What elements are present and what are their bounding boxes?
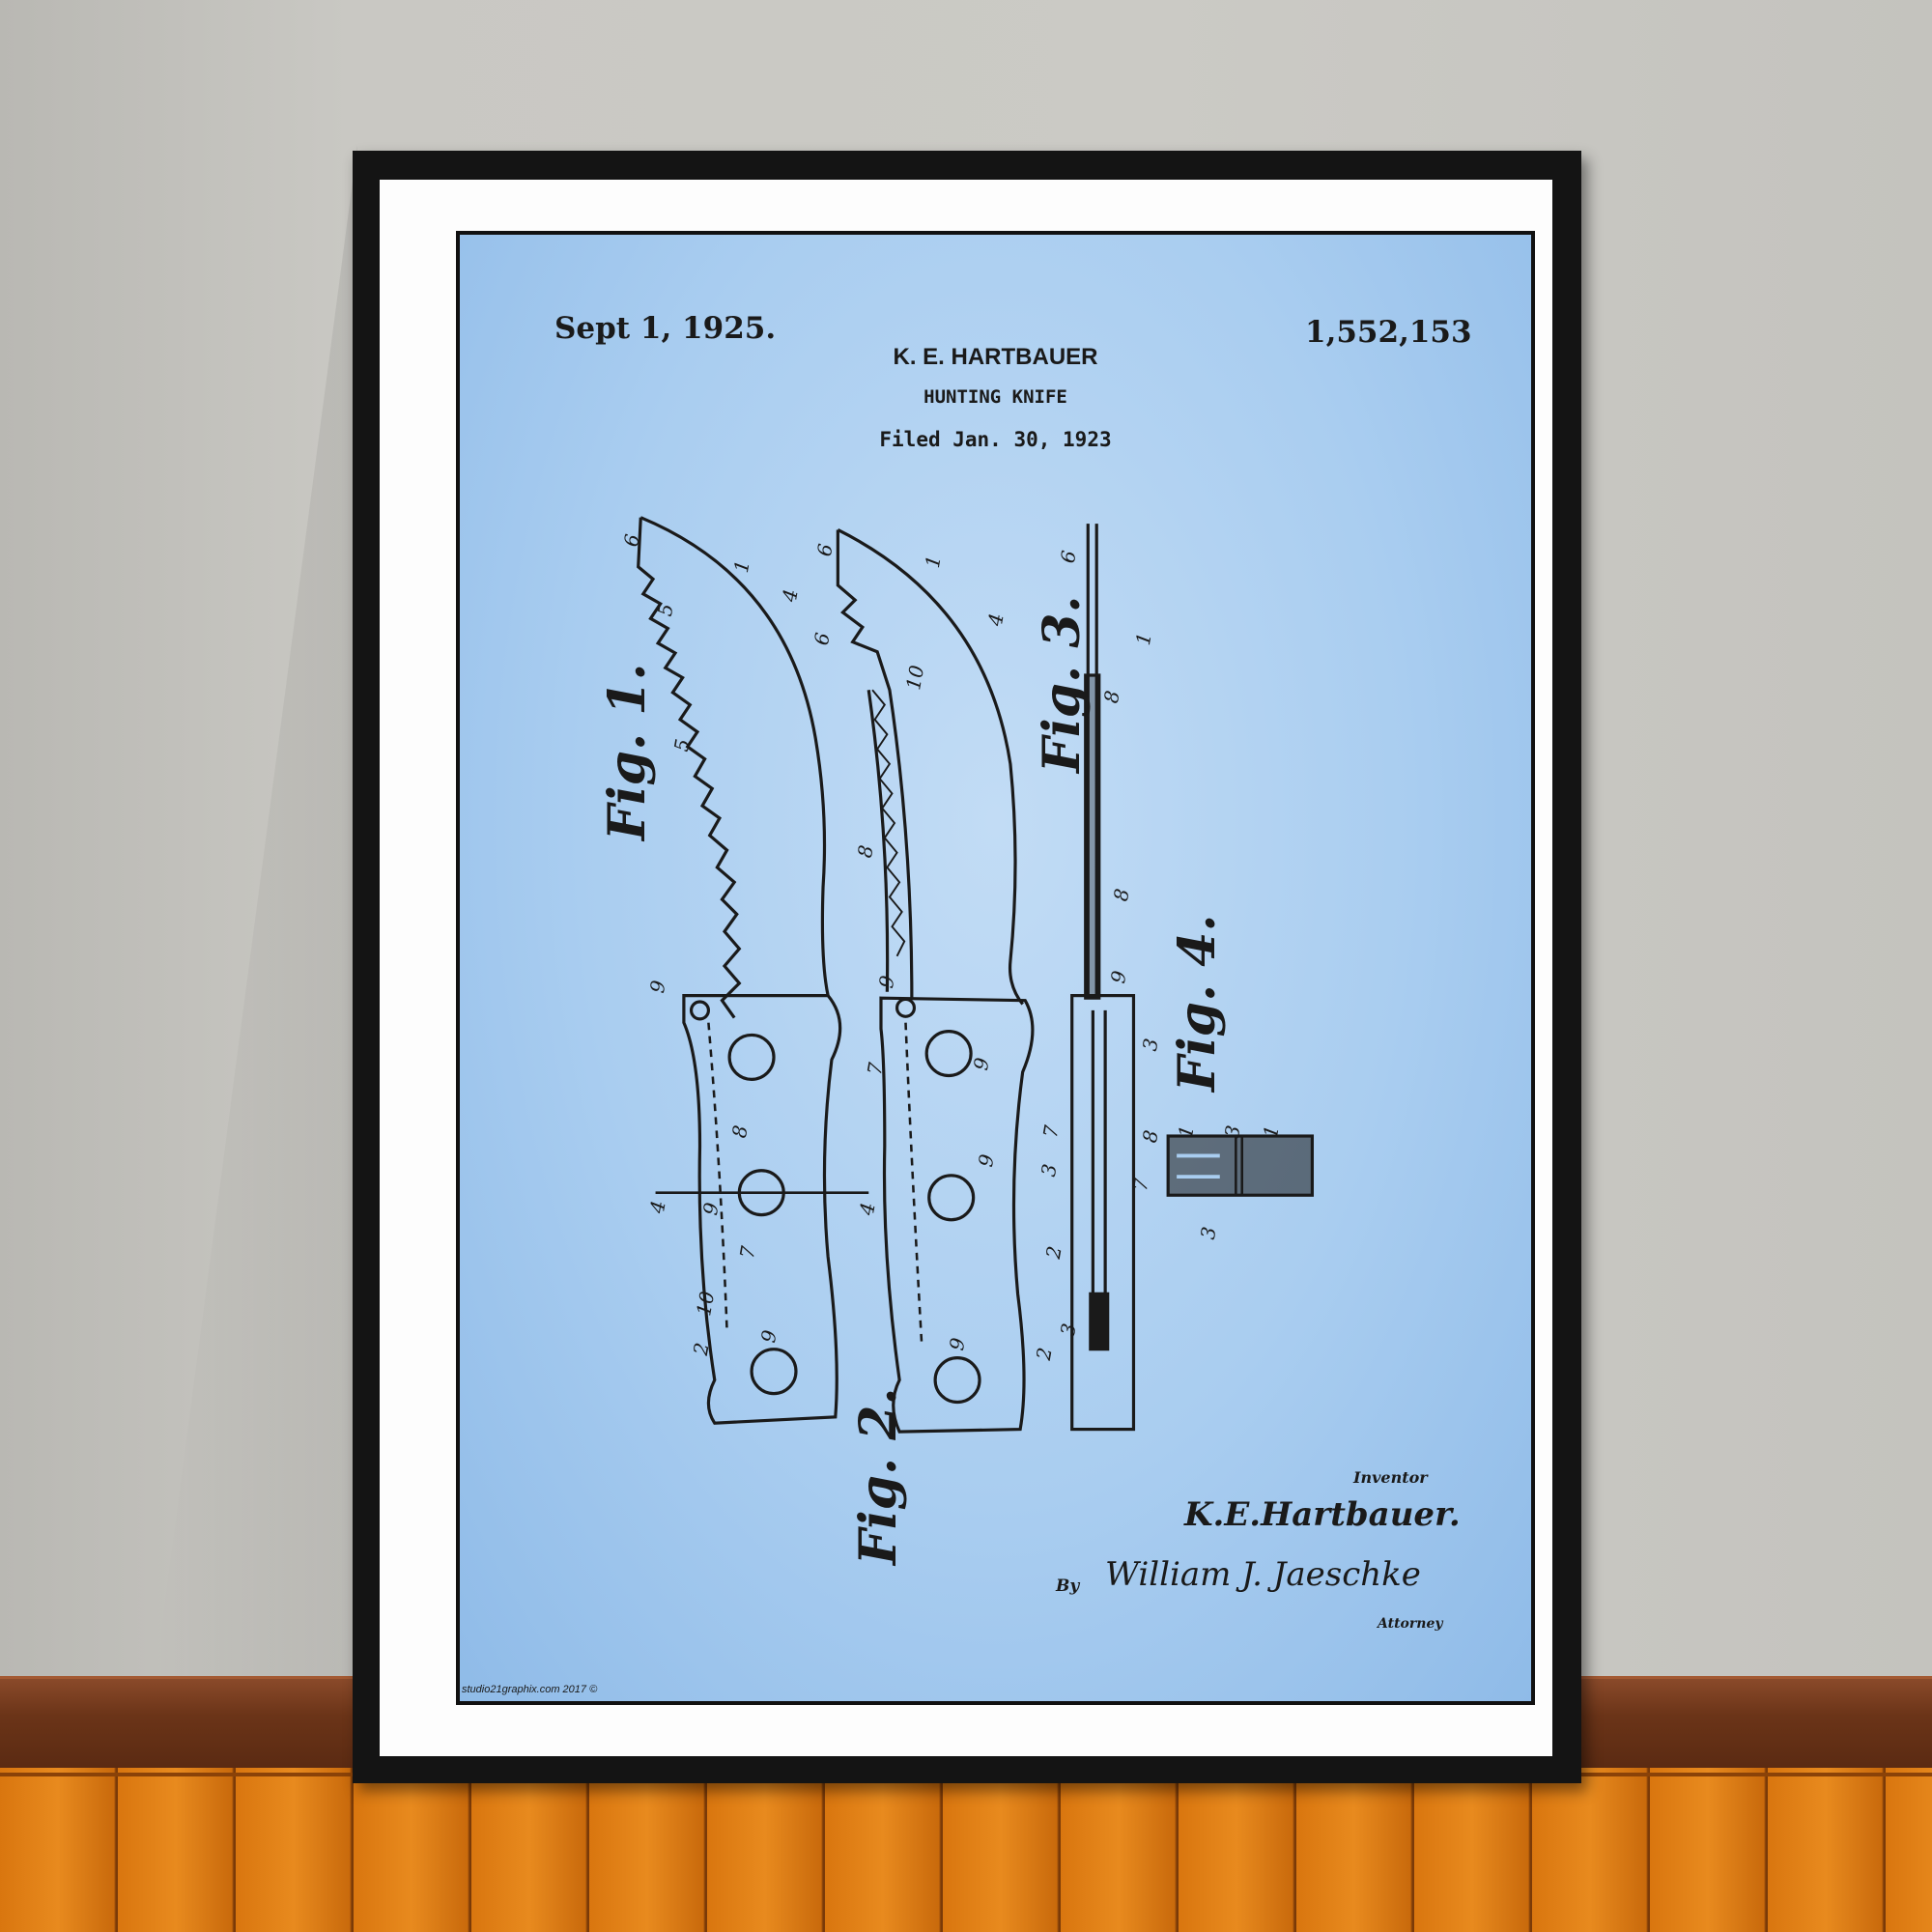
picture-frame: Sept 1, 1925. 1,552,153 K. E. HARTBAUER …	[353, 151, 1581, 1783]
fig2-label: Fig. 2.	[849, 1387, 908, 1565]
inventor-signature: K.E.Hartbauer.	[1184, 1495, 1461, 1534]
fig3-edge-view-drawing	[1070, 524, 1136, 1432]
mat-board: Sept 1, 1925. 1,552,153 K. E. HARTBAUER …	[380, 180, 1552, 1756]
filed-date: Filed Jan. 30, 1923	[879, 428, 1112, 451]
fig4-label: Fig. 4.	[1168, 914, 1227, 1092]
fig2-knife-drawing	[836, 528, 1035, 1434]
by-label: By	[1056, 1577, 1080, 1596]
watermark: studio21graphix.com 2017 ©	[462, 1684, 598, 1695]
inventor-label: Inventor	[1353, 1468, 1428, 1487]
wood-floor	[0, 1768, 1932, 1932]
patent-print: Sept 1, 1925. 1,552,153 K. E. HARTBAUER …	[456, 231, 1535, 1705]
attorney-signature: William J. Jaeschke	[1105, 1555, 1421, 1594]
inventor-name: K. E. HARTBAUER	[893, 344, 1098, 370]
attorney-label: Attorney	[1378, 1616, 1443, 1632]
fig4-section-drawing	[1166, 1134, 1315, 1197]
reference-numeral: 10	[692, 1289, 720, 1319]
fig3-label: Fig. 3.	[1033, 595, 1092, 773]
fig1-knife-drawing	[637, 516, 869, 1425]
patent-title: HUNTING KNIFE	[923, 386, 1067, 408]
reference-numeral: 10	[901, 663, 929, 693]
patent-number: 1,552,153	[1305, 315, 1472, 350]
fig1-label: Fig. 1.	[598, 663, 657, 840]
issue-date: Sept 1, 1925.	[554, 311, 777, 346]
